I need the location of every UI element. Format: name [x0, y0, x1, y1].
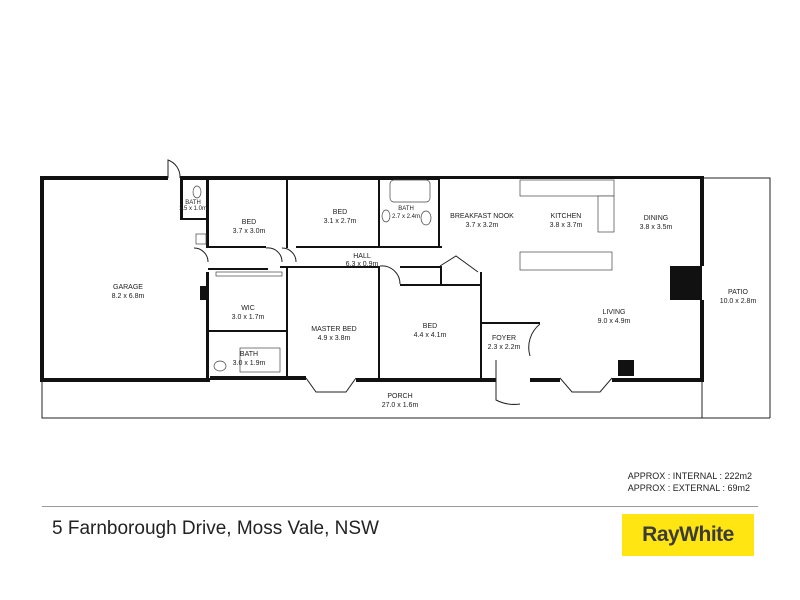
- room-label-kitchen: KITCHEN 3.8 x 3.7m: [550, 213, 583, 229]
- room-dims: 3.8 x 3.7m: [550, 222, 583, 229]
- area-external: APPROX : EXTERNAL : 69m2: [627, 483, 750, 493]
- room-name: BED: [333, 209, 347, 216]
- room-label-bed1: BED 3.7 x 3.0m: [233, 219, 266, 235]
- brand-logo: RayWhite: [622, 514, 754, 556]
- room-name: PORCH: [387, 393, 412, 400]
- interior-walls: [180, 180, 702, 378]
- room-label-hall: HALL 6.3 x 0.9m: [346, 253, 379, 268]
- room-dims: 3.0 x 1.9m: [233, 360, 266, 367]
- room-label-dining: DINING 3.8 x 3.5m: [640, 215, 673, 231]
- room-name: BATH: [185, 200, 201, 206]
- room-dims: 4.4 x 4.1m: [414, 332, 447, 339]
- room-label-bed3: BED 4.4 x 4.1m: [414, 323, 447, 339]
- bay-windows: [305, 377, 613, 393]
- room-dims: 8.2 x 6.8m: [112, 293, 145, 300]
- exterior-walls: [40, 176, 704, 382]
- room-name: HALL: [353, 253, 371, 260]
- room-dims: 4.9 x 3.8m: [318, 335, 351, 342]
- room-name: KITCHEN: [551, 213, 582, 220]
- room-dims: 3.7 x 3.0m: [233, 228, 266, 235]
- area-internal: APPROX : INTERNAL : 222m2: [627, 471, 752, 481]
- room-dims: 1.5 x 1.0m: [179, 206, 207, 212]
- room-label-bath3: BATH 3.0 x 1.9m: [233, 351, 266, 367]
- doors: [167, 159, 541, 405]
- room-name: LIVING: [603, 309, 626, 316]
- room-name: BATH: [398, 206, 414, 212]
- room-name: BED: [242, 219, 256, 226]
- room-label-master: MASTER BED 4.9 x 3.8m: [311, 326, 357, 342]
- room-name: FOYER: [492, 335, 516, 342]
- room-name: BATH: [240, 351, 258, 358]
- room-label-bath1: BATH 1.5 x 1.0m: [179, 200, 207, 212]
- brand-logo-text: RayWhite: [642, 523, 734, 546]
- patio-outline: [702, 177, 771, 418]
- room-name: MASTER BED: [311, 326, 357, 333]
- room-dims: 9.0 x 4.9m: [598, 318, 631, 325]
- room-dims: 3.7 x 3.2m: [466, 222, 499, 229]
- room-dims: 3.8 x 3.5m: [640, 224, 673, 231]
- room-dims: 10.0 x 2.8m: [720, 298, 757, 305]
- room-name: PATIO: [728, 289, 749, 296]
- room-label-garage: GARAGE 8.2 x 6.8m: [112, 284, 145, 300]
- room-label-porch: PORCH 27.0 x 1.6m: [382, 393, 419, 409]
- room-dims: 3.1 x 2.7m: [324, 218, 357, 225]
- room-label-wic: WIC 3.0 x 1.7m: [232, 305, 265, 321]
- room-label-bath2: BATH 2.7 x 2.4m: [392, 206, 420, 220]
- area-summary: APPROX : INTERNAL : 222m2 APPROX : EXTER…: [628, 470, 752, 494]
- room-label-breakfast: BREAKFAST NOOK 3.7 x 3.2m: [450, 213, 514, 229]
- room-label-foyer: FOYER 2.3 x 2.2m: [488, 335, 521, 351]
- room-name: WIC: [241, 305, 255, 312]
- room-dims: 3.0 x 1.7m: [232, 314, 265, 321]
- room-name: BREAKFAST NOOK: [450, 213, 514, 220]
- fixtures: [192, 179, 615, 373]
- room-name: DINING: [644, 215, 669, 222]
- divider: [42, 506, 758, 507]
- room-label-patio: PATIO 10.0 x 2.8m: [720, 289, 757, 305]
- room-name: GARAGE: [113, 284, 143, 291]
- room-dims: 2.3 x 2.2m: [488, 344, 521, 351]
- room-dims: 27.0 x 1.6m: [382, 402, 419, 409]
- property-address: 5 Farnborough Drive, Moss Vale, NSW: [52, 518, 379, 539]
- room-dims: 6.3 x 0.9m: [346, 261, 379, 268]
- room-name: BED: [423, 323, 437, 330]
- room-label-bed2: BED 3.1 x 2.7m: [324, 209, 357, 225]
- room-dims: 2.7 x 2.4m: [392, 214, 420, 220]
- room-label-living: LIVING 9.0 x 4.9m: [598, 309, 631, 325]
- porch-outline: [41, 382, 770, 419]
